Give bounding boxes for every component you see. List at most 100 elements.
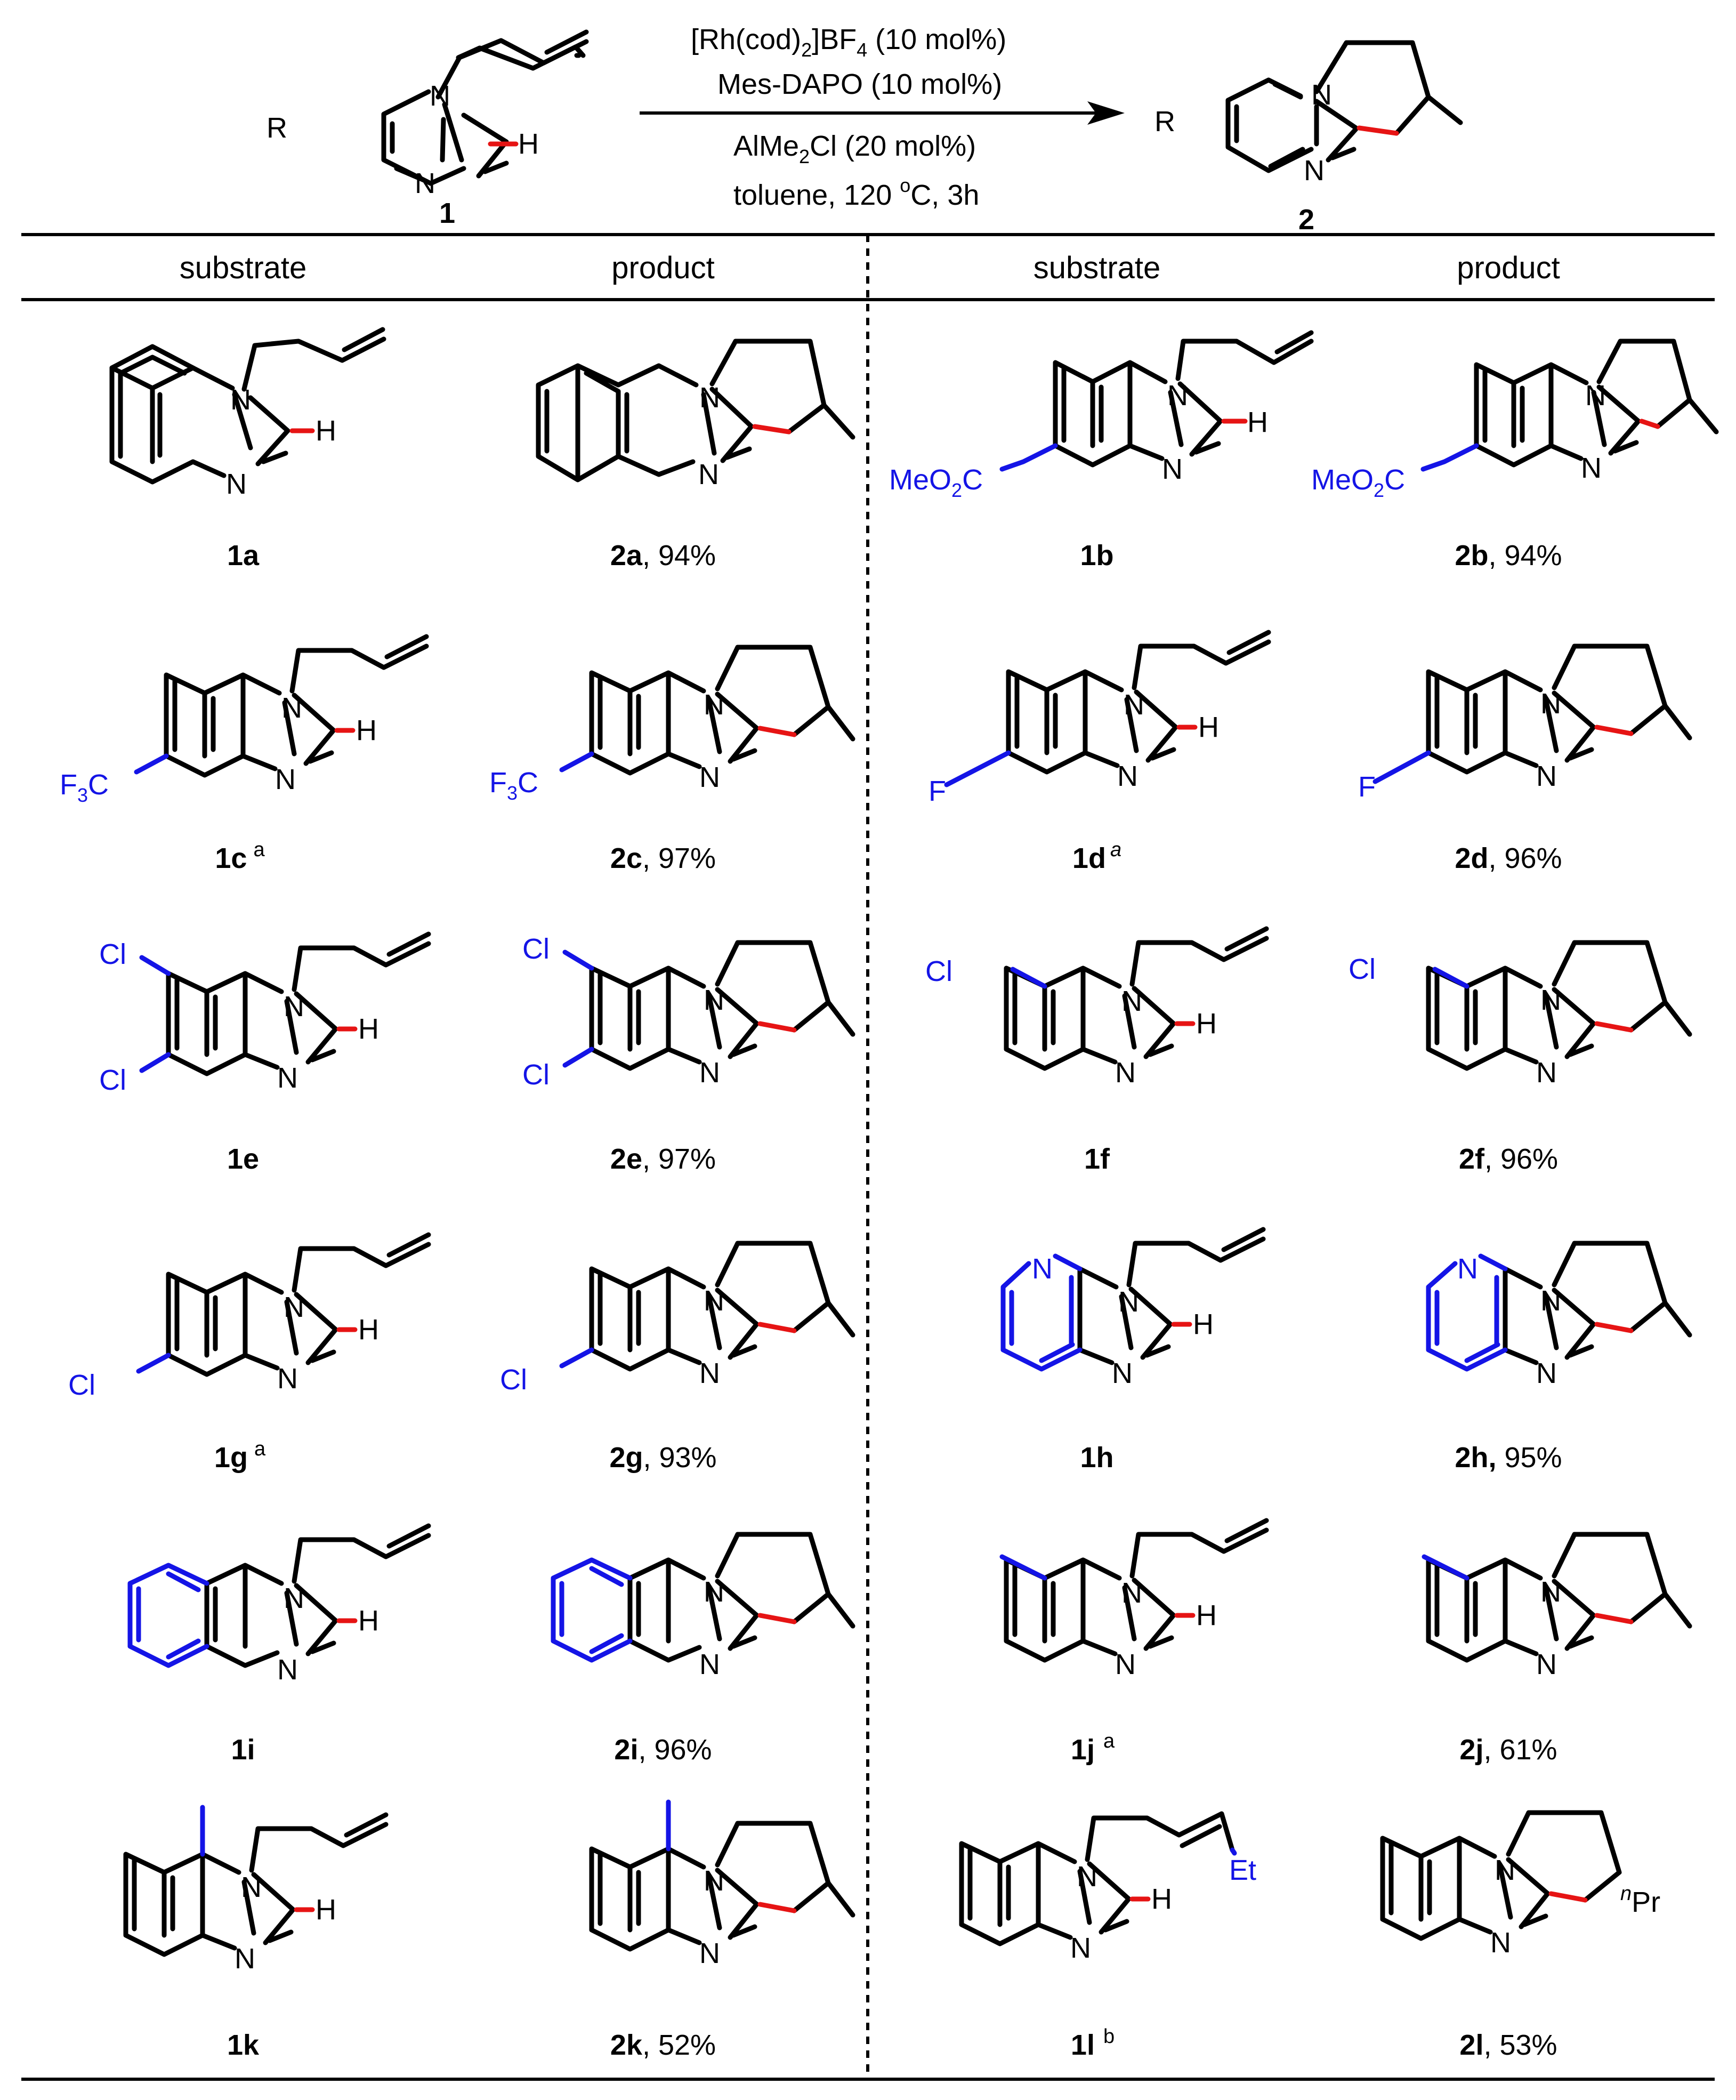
structure-2h: N N N [1426, 1241, 1692, 1389]
ligand-label: Mes-DAPO (10 mol%) [717, 68, 1002, 100]
label-1h: 1h [1080, 1442, 1113, 1474]
n-atom: N [1585, 380, 1606, 412]
label-2h: 2h, 95% [1455, 1442, 1562, 1474]
h-atom: H [358, 1314, 379, 1346]
reaction-header: R N N H 1 [Rh(cod)2]BF4 (10 mol%) Mes-DA… [267, 23, 1463, 236]
n-atom: N [226, 468, 247, 500]
h-atom: H [1196, 1008, 1217, 1040]
n-atom: N [275, 763, 296, 795]
n-atom: N [1495, 1854, 1515, 1886]
n-atom: N [699, 382, 720, 414]
label-1f: 1f [1084, 1143, 1110, 1175]
structure-2e: N N Cl Cl [522, 933, 855, 1091]
chloro-substituent: Cl [522, 933, 550, 965]
structure-1g: N N H Cl [68, 1232, 431, 1401]
structure-2j: N N [1422, 1532, 1692, 1680]
reaction-arrow [640, 101, 1125, 125]
n-atom: N [277, 1363, 298, 1395]
ethyl-substituent: Et [1229, 1854, 1256, 1886]
n-atom: N [1536, 1057, 1557, 1089]
label-1e: 1e [227, 1143, 259, 1175]
n-atom: N [1115, 1057, 1136, 1089]
h-atom: H [518, 128, 539, 160]
structure-2a: N N [536, 339, 855, 490]
substrate-general-structure: R N N H 1 [267, 29, 589, 229]
structure-1f: N N H Cl [925, 926, 1269, 1089]
label-1b: 1b [1080, 540, 1113, 572]
structure-2g: N N Cl [500, 1241, 855, 1396]
pyridine-n-atom: N [1457, 1253, 1478, 1285]
table-header: substrate product substrate product [180, 251, 1560, 285]
structure-1j: N N H [999, 1518, 1269, 1680]
structure-2k: N N [589, 1799, 855, 1969]
structure-1d: N N H F [928, 630, 1271, 807]
n-atom: N [1540, 984, 1561, 1016]
n-atom: N [1540, 688, 1561, 720]
structure-2c: N N F3C [489, 645, 855, 804]
n-atom: N [1124, 689, 1144, 721]
n-atom: N [284, 1582, 304, 1614]
n-atom: N [1536, 760, 1557, 792]
structure-2d: N N F [1358, 643, 1692, 803]
label-2i: 2i, 96% [614, 1734, 712, 1766]
structure-1l: N N H Et [959, 1811, 1256, 1964]
n-atom: N [1490, 1927, 1511, 1959]
conditions-label: toluene, 120 oC, 3h [733, 174, 979, 211]
n-atom: N [1121, 1577, 1142, 1609]
chloro-substituent: Cl [522, 1059, 550, 1091]
n-atom: N [281, 692, 302, 724]
label-2c: 2c, 97% [610, 842, 716, 874]
label-2a: 2a, 94% [610, 540, 716, 572]
h-atom: H [358, 1013, 379, 1045]
chloro-substituent: Cl [99, 938, 126, 970]
header-product: product [611, 251, 714, 285]
n-atom: N [1540, 1285, 1561, 1317]
structure-1h: N N N H [1000, 1227, 1266, 1389]
n-atom: N [277, 1062, 298, 1094]
n-atom: N [1536, 1648, 1557, 1680]
n3-atom: N [1304, 155, 1325, 187]
header-substrate: substrate [180, 251, 307, 285]
label-2f: 2f, 96% [1459, 1143, 1558, 1175]
structure-1e: N N H Cl Cl [99, 931, 431, 1096]
n-atom: N [704, 1865, 724, 1897]
n-atom: N [699, 1057, 720, 1089]
n-atom: N [1077, 1861, 1097, 1893]
structure-1b: N N H MeO2C [889, 330, 1314, 501]
structure-1c: N N H F3C [60, 634, 429, 806]
cf3-substituent: F3C [489, 767, 538, 804]
header-substrate: substrate [1033, 251, 1161, 285]
r-group-label: R [1154, 106, 1175, 138]
h-atom: H [1247, 406, 1268, 438]
h-atom: H [356, 714, 377, 746]
h-atom: H [316, 1894, 336, 1926]
label-2g: 2g, 93% [609, 1442, 716, 1474]
n-atom: N [1118, 1286, 1139, 1318]
product-label: 2 [1298, 204, 1314, 236]
n-atom: N [698, 458, 719, 490]
n-atom: N [699, 1937, 720, 1969]
label-2b: 2b, 94% [1455, 540, 1562, 572]
ester-substituent: MeO2C [889, 464, 983, 501]
label-2k: 2k, 52% [610, 2029, 716, 2061]
label-1k: 1k [227, 2029, 260, 2061]
n-atom: N [230, 384, 251, 416]
n-atom: N [1167, 380, 1188, 412]
substrate-label: 1 [439, 197, 455, 229]
structure-2i: N N [551, 1532, 855, 1680]
chloro-substituent: Cl [68, 1369, 95, 1401]
label-2d: 2d, 96% [1455, 842, 1562, 874]
chloro-substituent: Cl [99, 1064, 126, 1096]
structure-1a: N N H [109, 327, 386, 500]
n-atom: N [1112, 1357, 1133, 1389]
product-general-structure: R N N 2 [1154, 40, 1463, 236]
n-atom: N [1162, 453, 1183, 485]
n-atom: N [1581, 452, 1602, 484]
n-atom: N [1121, 985, 1142, 1017]
n-atom: N [699, 1648, 720, 1680]
n-atom: N [284, 1291, 304, 1323]
